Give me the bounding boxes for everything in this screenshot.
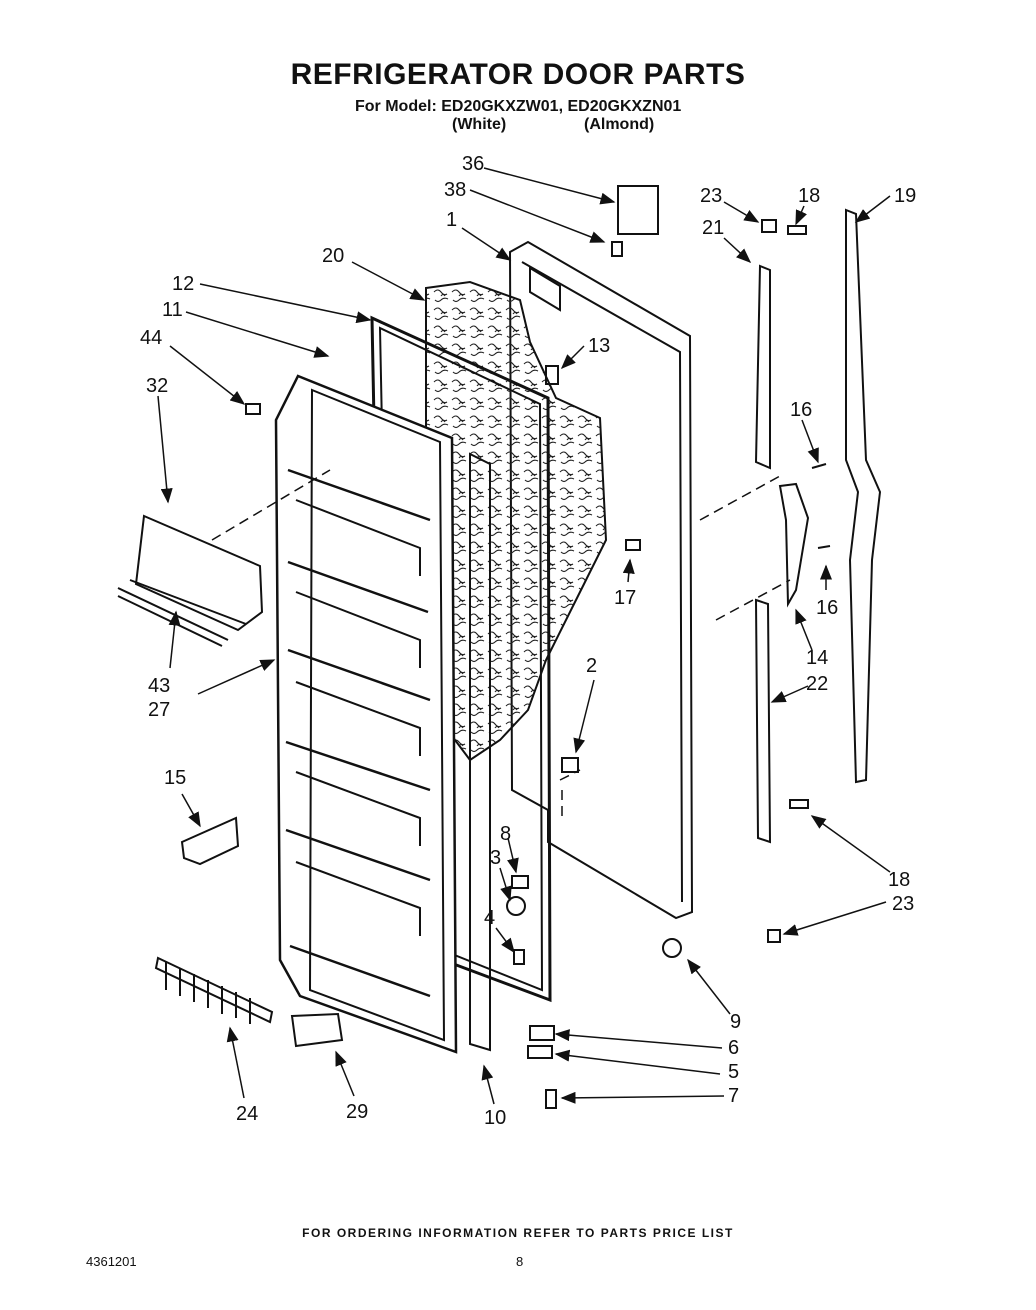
- callout-32: 32: [146, 375, 168, 397]
- callout-6: 6: [728, 1037, 739, 1059]
- color-white-label: (White): [452, 116, 507, 133]
- callout-22: 22: [806, 673, 828, 695]
- page-title: REFRIGERATOR DOOR PARTS: [290, 58, 746, 91]
- callout-10: 10: [484, 1107, 506, 1129]
- callout-leaders: [157, 167, 891, 1105]
- callout-5: 5: [728, 1061, 739, 1083]
- callout-43: 43: [148, 675, 170, 697]
- document-number: 4361201: [86, 1254, 137, 1269]
- page-number: 8: [516, 1254, 524, 1269]
- callout-44: 44: [140, 327, 162, 349]
- callout-1: 1: [446, 209, 457, 231]
- callout-27: 27: [148, 699, 170, 721]
- ordering-note: FOR ORDERING INFORMATION REFER TO PARTS …: [302, 1226, 734, 1240]
- callout-18-top: 18: [798, 185, 820, 207]
- callout-18-bottom: 18: [888, 869, 910, 891]
- callout-9: 9: [730, 1011, 741, 1033]
- callout-15: 15: [164, 767, 186, 789]
- callout-23-top: 23: [700, 185, 722, 207]
- callout-23-bottom: 23: [892, 893, 914, 915]
- callout-12: 12: [172, 273, 194, 295]
- callout-19: 19: [894, 185, 916, 207]
- callout-21: 21: [702, 217, 724, 239]
- callout-17: 17: [614, 587, 636, 609]
- model-line: For Model: ED20GKXZW01, ED20GKXZN01: [355, 98, 682, 115]
- callout-16-lower: 16: [816, 597, 838, 619]
- color-almond-label: (Almond): [584, 116, 655, 133]
- callout-24: 24: [236, 1103, 258, 1125]
- callout-14: 14: [806, 647, 828, 669]
- callout-2: 2: [586, 655, 597, 677]
- callout-3: 3: [490, 847, 501, 869]
- callout-16-upper: 16: [790, 399, 812, 421]
- callout-38: 38: [444, 179, 466, 201]
- callout-20: 20: [322, 245, 344, 267]
- callout-36: 36: [462, 153, 484, 175]
- callout-8: 8: [500, 823, 511, 845]
- callout-7: 7: [728, 1085, 739, 1107]
- callout-29: 29: [346, 1101, 368, 1123]
- callout-4: 4: [484, 907, 495, 929]
- callout-11: 11: [162, 299, 183, 321]
- callout-13: 13: [588, 335, 610, 357]
- parts-drawing: [117, 185, 882, 1109]
